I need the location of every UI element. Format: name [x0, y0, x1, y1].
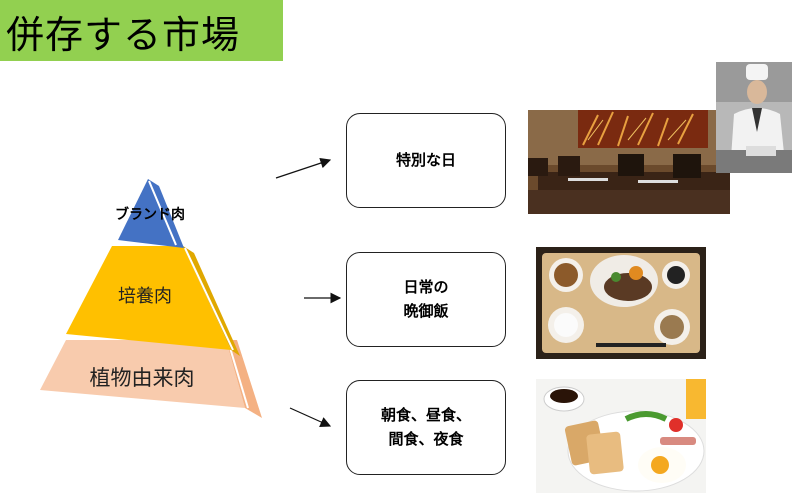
page-title: 併存する市場	[6, 13, 241, 57]
arrow-to-special-day	[275, 157, 332, 179]
pyramid-label-top: ブランド肉	[115, 206, 185, 223]
box-label: 特別な日	[395, 150, 456, 169]
arrow-to-everyday-meals	[289, 407, 332, 427]
box-label: 日常の 晩御飯	[403, 278, 449, 320]
restaurant-photo	[528, 110, 730, 214]
pyramid-label-middle: 培養肉	[118, 286, 172, 307]
pyramid-tier-top: ブランド肉	[115, 179, 185, 248]
title-banner: 併存する市場	[0, 0, 283, 61]
box-label: 朝食、昼食、 間食、夜食	[380, 406, 471, 448]
pyramid-label-bottom: 植物由来肉	[90, 366, 195, 390]
pyramid-tier-bottom: 植物由来肉	[40, 340, 262, 418]
box-special-day: 特別な日	[346, 113, 506, 208]
breakfast-photo	[536, 379, 706, 493]
box-daily-dinner: 日常の 晩御飯	[346, 252, 506, 347]
set-meal-photo	[536, 247, 706, 359]
chef-photo	[716, 62, 792, 173]
box-everyday-meals: 朝食、昼食、 間食、夜食	[346, 380, 506, 475]
pyramid-tier-middle: 培養肉	[66, 246, 240, 356]
